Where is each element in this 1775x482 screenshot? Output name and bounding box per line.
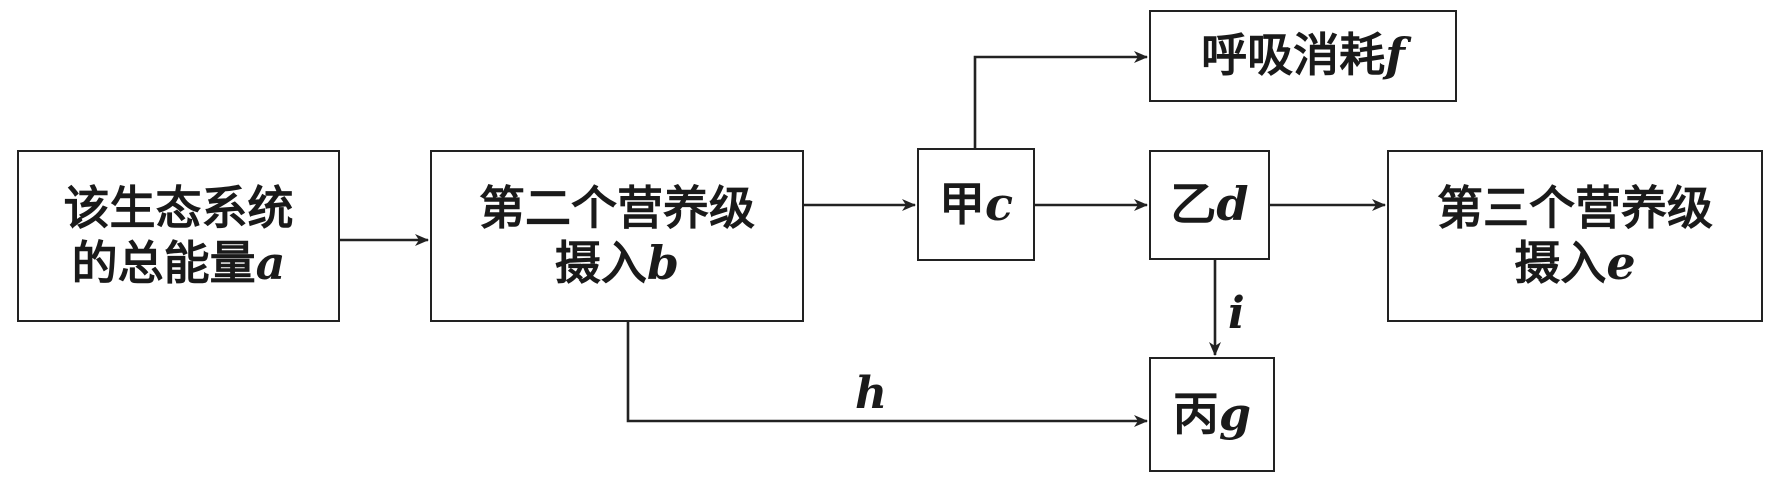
jia-box: 甲c (917, 148, 1035, 261)
respiration-text: 呼吸消耗 (1201, 28, 1386, 83)
third-level-text: 摄入 (1514, 236, 1607, 290)
respiration-label: 呼吸消耗f (1201, 28, 1405, 83)
yi-label: 乙d (1170, 177, 1248, 232)
var-a: a (255, 236, 286, 290)
arrow-c-to-f (973, 51, 1148, 148)
bing-label: 丙g (1173, 387, 1251, 442)
bing-box: 丙g (1149, 357, 1275, 472)
second-level-line1: 第二个营养级 (479, 180, 755, 235)
var-f: f (1385, 28, 1405, 83)
var-g: g (1218, 386, 1252, 441)
jia-text: 甲 (938, 176, 985, 231)
yi-text: 乙 (1170, 177, 1217, 232)
third-level-intake-box: 第三个营养级 摄入e (1387, 150, 1763, 322)
edge-label-i: i (1228, 288, 1245, 339)
third-level-line2: 摄入e (1514, 236, 1635, 291)
var-c: c (984, 176, 1013, 231)
total-energy-box: 该生态系统 的总能量a (17, 150, 340, 322)
var-e: e (1606, 236, 1636, 290)
bing-text: 丙 (1172, 386, 1219, 441)
total-energy-line1: 该生态系统 (63, 180, 294, 235)
respiration-box: 呼吸消耗f (1149, 10, 1457, 102)
jia-label: 甲c (939, 177, 1013, 232)
total-energy-text: 的总能量 (71, 236, 256, 290)
arrow-b-to-g (626, 322, 1148, 427)
yi-box: 乙d (1149, 150, 1270, 260)
var-b: b (646, 236, 680, 290)
second-level-text: 摄入 (554, 236, 647, 290)
third-level-line1: 第三个营养级 (1437, 180, 1713, 235)
second-level-line2: 摄入b (555, 236, 679, 291)
edge-label-h: h (855, 368, 887, 419)
var-d: d (1216, 177, 1249, 232)
total-energy-line2: 的总能量a (72, 236, 286, 291)
second-level-intake-box: 第二个营养级 摄入b (430, 150, 804, 322)
